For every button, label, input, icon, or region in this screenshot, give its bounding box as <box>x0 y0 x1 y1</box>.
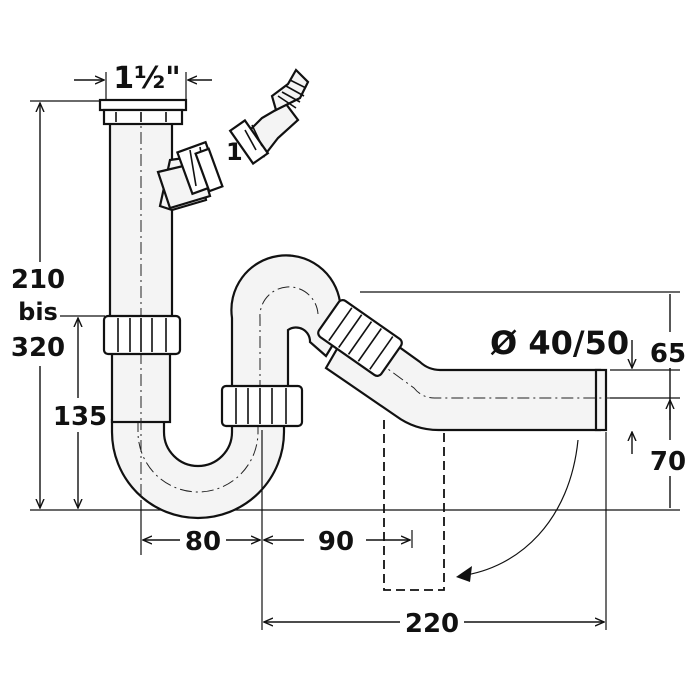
dimension-label-90: 90 <box>318 527 354 557</box>
corrugated-hose-fitting <box>270 68 310 112</box>
diameter-label: Ø 40/50 <box>490 324 629 362</box>
dimension-label-220: 220 <box>405 609 459 639</box>
rotation-arrow <box>459 439 579 577</box>
inlet-union-nut <box>102 314 182 356</box>
outlet-union-nut <box>317 299 403 377</box>
branch-inlet <box>156 140 224 212</box>
height-label-135: 135 <box>53 402 107 432</box>
height-label-bis: bis <box>18 298 58 326</box>
dimension-label-70: 70 <box>650 447 686 477</box>
dimension-label-80: 80 <box>185 527 221 557</box>
upper-bend <box>230 254 356 394</box>
dimension-label-65: 65 <box>650 339 686 369</box>
outlet-end <box>594 368 608 432</box>
thread-label-1-5-inch: 1½" <box>113 61 181 96</box>
horizontal-dimensions <box>140 430 607 630</box>
height-label-320: 320 <box>11 333 65 363</box>
rotation-arrow-head <box>456 566 472 582</box>
height-dimension-65-70 <box>360 291 688 508</box>
elbow-connector-fitting <box>228 102 300 166</box>
height-dimension-210-320 <box>8 100 110 508</box>
thread-dimension-top <box>74 72 212 100</box>
riser-union-nut <box>220 384 304 428</box>
height-dimension-135 <box>52 315 108 508</box>
top-flange <box>98 98 188 126</box>
alternative-outlet-position <box>383 420 445 591</box>
height-label-210: 210 <box>11 265 65 295</box>
u-bend <box>110 418 286 520</box>
